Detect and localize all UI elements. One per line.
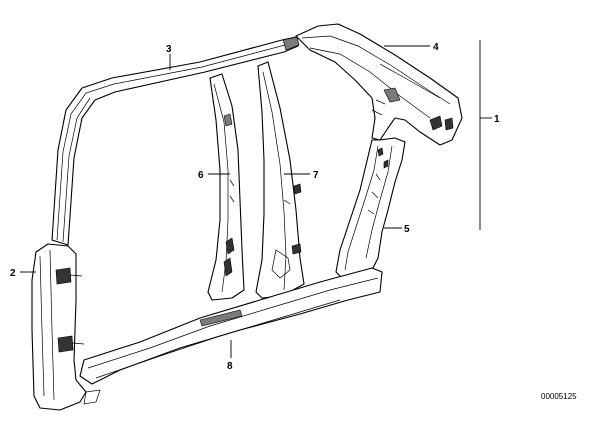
part-2-a-pillar-lower: [31, 243, 87, 411]
document-number: 00005125: [541, 392, 577, 401]
part-6-b-pillar-inner: [207, 73, 245, 301]
callout-3: 3: [166, 44, 172, 55]
callout-labels: 1 2 3 4 5 6 7 8: [10, 42, 500, 372]
leader-lines: [20, 40, 492, 358]
part-7-b-pillar-outer: [255, 61, 305, 299]
callout-4: 4: [433, 42, 439, 53]
callout-7: 7: [313, 170, 319, 181]
callout-5: 5: [404, 224, 410, 235]
part-8-rocker-sill: [79, 267, 383, 405]
callout-2: 2: [10, 268, 16, 279]
callout-6: 6: [198, 170, 204, 181]
callout-1: 1: [494, 114, 500, 125]
callout-8: 8: [227, 361, 233, 372]
part-4-rear-quarter-upper: [295, 23, 463, 146]
part-3-roof-frame-rail: [51, 36, 300, 246]
part-5-rear-pillar: [335, 137, 406, 279]
